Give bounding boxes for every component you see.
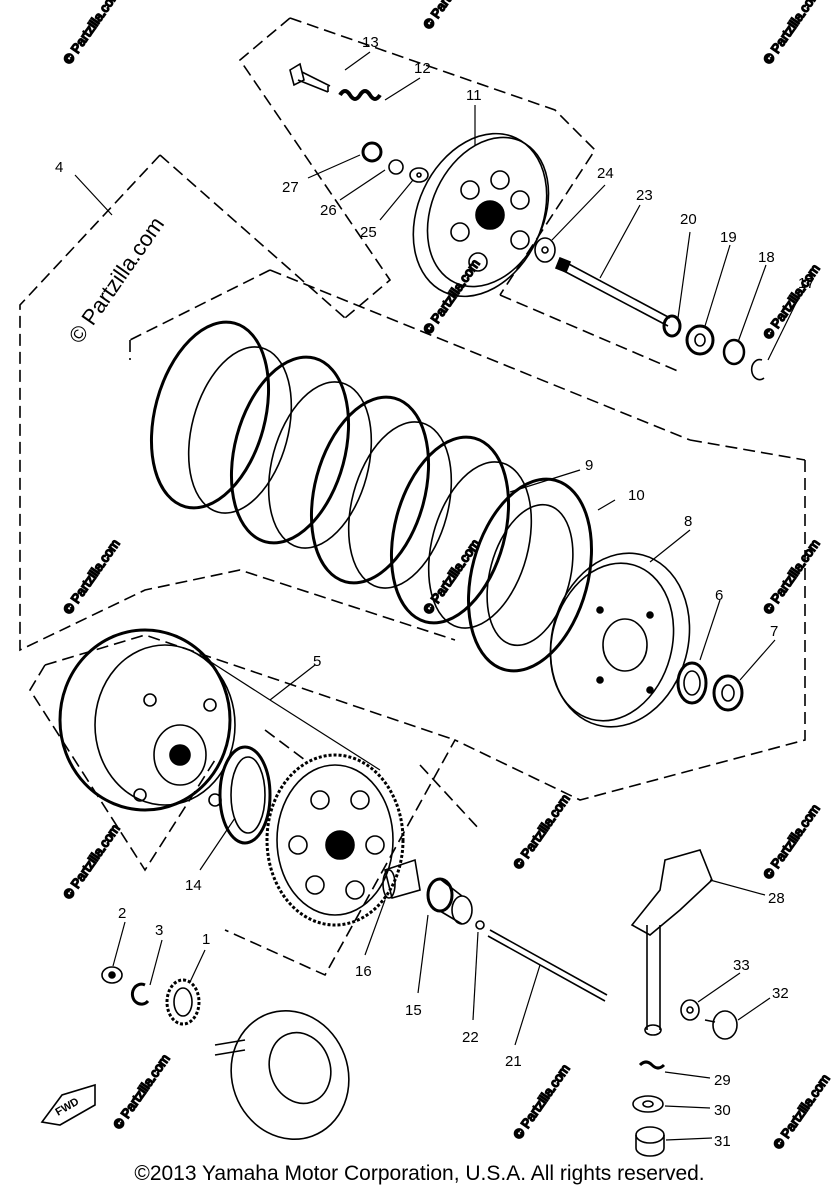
callout-24: 24 — [597, 165, 614, 182]
callout-13: 13 — [362, 34, 379, 51]
watermark-faint: © Partzilla.com — [60, 821, 123, 901]
part-33-washer — [680, 999, 700, 1021]
callout-31: 31 — [714, 1133, 731, 1150]
shaft-and-drum — [214, 1009, 350, 1141]
main-group-outline-right — [224, 460, 806, 977]
callout-28: 28 — [768, 890, 785, 907]
callout-21: 21 — [505, 1053, 522, 1070]
callout-25: 25 — [360, 224, 377, 241]
part-11-pressure-plate — [412, 132, 550, 298]
callout-32: 32 — [772, 985, 789, 1002]
part-18-washer — [722, 338, 746, 366]
plates-outline — [269, 269, 691, 441]
callout-labels: 13 12 11 4 27 26 25 24 23 20 19 18 17 9 … — [55, 34, 815, 1150]
callout-29: 29 — [714, 1072, 731, 1089]
group-outlines — [19, 17, 806, 977]
part-28-lever — [630, 849, 713, 1036]
gear-group-outline — [419, 764, 481, 831]
callout-33: 33 — [733, 957, 750, 974]
part-24-washer — [534, 237, 556, 263]
part-19-bearing — [685, 324, 715, 356]
callout-2: 2 — [118, 905, 126, 922]
leader-lines — [74, 51, 801, 1141]
pressure-plate-group-outline — [238, 17, 392, 319]
callout-22: 22 — [462, 1029, 479, 1046]
main-group-outline-left — [19, 154, 456, 652]
part-14-oil-seal — [218, 745, 272, 845]
part-20-nut — [662, 314, 682, 338]
part-5-primary-driven-gear — [265, 753, 405, 927]
callout-16: 16 — [355, 963, 372, 980]
callout-6: 6 — [715, 587, 723, 604]
callout-12: 12 — [414, 60, 431, 77]
callout-10: 10 — [628, 487, 645, 504]
watermark-faint: © Partzilla.com — [770, 1071, 833, 1151]
callout-9: 9 — [585, 457, 593, 474]
part-27-nut — [361, 141, 383, 163]
part-22-ball — [475, 920, 485, 930]
part-21-push-rod — [487, 929, 608, 1002]
part-16-collar — [382, 858, 421, 899]
watermark-faint: © Partzilla.com — [110, 1051, 173, 1131]
part-30-washer — [632, 1095, 664, 1113]
part-8-clutch-boss — [549, 552, 691, 728]
part-7-nut — [712, 674, 744, 712]
callout-14: 14 — [185, 877, 202, 894]
callout-11: 11 — [466, 87, 482, 104]
watermark-faint: © Partzilla.com — [760, 261, 823, 341]
watermark-faint: © Partzilla.com — [60, 0, 123, 67]
callout-8: 8 — [684, 513, 692, 530]
watermark-faint: © Partzilla.com — [420, 0, 483, 32]
callout-19: 19 — [720, 229, 737, 246]
watermark-faint: © Partzilla.com — [760, 0, 823, 67]
plates-outline-right — [689, 439, 806, 461]
part-26-clip — [388, 159, 404, 175]
part-32-bolt — [704, 1010, 738, 1040]
clutch-plates-stack — [149, 320, 593, 673]
callout-17: 17 — [798, 275, 815, 292]
part-29-spring — [638, 1060, 666, 1070]
watermark-faint: © Partzilla.com — [510, 791, 573, 871]
part-25-washer — [409, 167, 429, 183]
callout-7: 7 — [770, 623, 778, 640]
watermark-faint: © Partzilla.com — [760, 801, 823, 881]
gear-group-outline — [264, 729, 306, 761]
main-group-outline-top — [159, 154, 346, 319]
callout-20: 20 — [680, 211, 697, 228]
watermark-faint: © Partzilla.com — [510, 1061, 573, 1141]
callout-3: 3 — [155, 922, 163, 939]
boss-group-outline — [29, 664, 216, 872]
part-6-lock-washer — [676, 661, 708, 705]
part-31-bushing — [635, 1126, 665, 1157]
part-5-clutch-housing — [58, 628, 236, 812]
part-3-circlip — [130, 982, 150, 1006]
copyright-notice: ©2013 Yamaha Motor Corporation, U.S.A. A… — [134, 1162, 705, 1185]
callout-1: 1 — [202, 931, 210, 948]
part-2-washer — [101, 966, 123, 984]
part-17-circlip — [750, 358, 765, 381]
part-12-spring — [338, 89, 382, 101]
pressure-plate-group-outline — [289, 17, 597, 296]
plates-outline — [129, 269, 271, 341]
callout-15: 15 — [405, 1002, 422, 1019]
callout-23: 23 — [636, 187, 653, 204]
callout-27: 27 — [282, 179, 299, 196]
watermark-faint: © Partzilla.com — [760, 536, 823, 616]
callout-5: 5 — [313, 653, 321, 670]
callout-18: 18 — [758, 249, 775, 266]
callout-30: 30 — [714, 1102, 731, 1119]
part-1-gear — [165, 978, 201, 1026]
callout-4: 4 — [55, 159, 63, 176]
part-15-bushing — [426, 877, 473, 925]
callout-26: 26 — [320, 202, 337, 219]
fwd-arrow-badge: FWD — [40, 1083, 96, 1126]
part-23-push-rod — [554, 256, 671, 327]
main-group-outline-mid — [499, 294, 681, 373]
part-13-screw — [289, 62, 331, 93]
watermark-faint: © Partzilla.com — [420, 256, 483, 336]
